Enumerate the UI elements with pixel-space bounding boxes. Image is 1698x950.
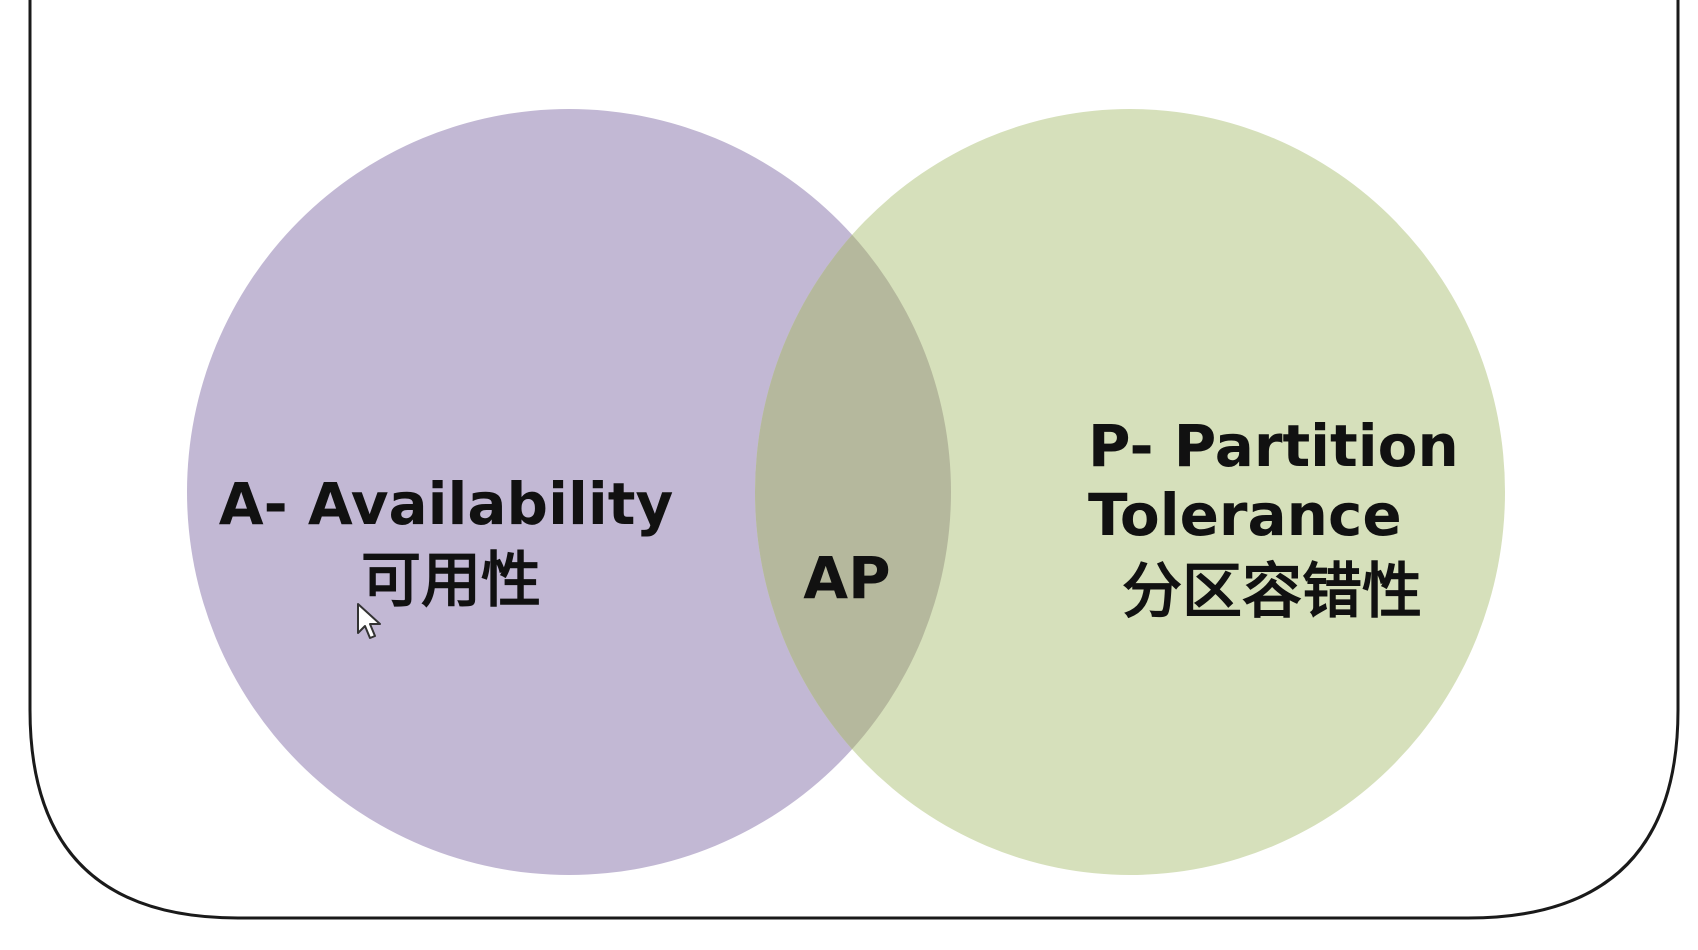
partition-tolerance-circle — [755, 109, 1505, 875]
overlap-label: AP — [803, 544, 890, 612]
mouse-pointer-icon — [357, 603, 381, 639]
availability-circle — [187, 109, 951, 875]
partition-label-line2: Tolerance — [1088, 481, 1402, 549]
diagram-frame — [28, 0, 1680, 920]
availability-sublabel: 可用性 — [361, 546, 541, 616]
availability-label: A- Availability — [219, 470, 674, 538]
partition-label-line1: P- Partition — [1088, 412, 1459, 480]
partition-sublabel: 分区容错性 — [1122, 557, 1422, 627]
